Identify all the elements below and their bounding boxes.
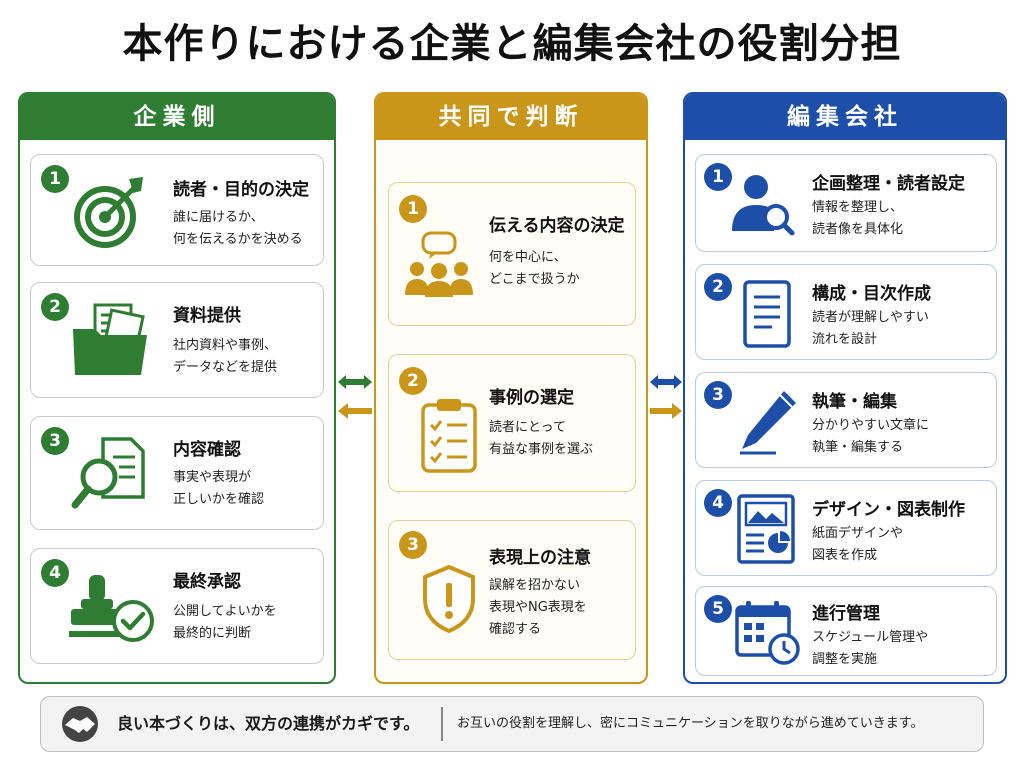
editor-card-4: 4 デザイン・図表制作 紙面デザインや 図表を作成: [695, 480, 997, 576]
card-title: デザイン・図表制作: [812, 500, 965, 520]
card-title: 構成・目次作成: [812, 284, 931, 304]
folder-documents-icon: [73, 303, 147, 375]
step-number: 2: [41, 293, 69, 321]
shield-warning-icon: [423, 564, 475, 634]
company-column-header: 企業側: [20, 94, 334, 140]
double-arrow-icon: [338, 375, 372, 389]
card-title: 内容確認: [173, 440, 241, 460]
step-number: 1: [704, 163, 732, 191]
editor-card-1: 1 企画整理・読者設定 情報を整理し、 読者像を具体化: [695, 154, 997, 252]
clipboard-checklist-icon: [421, 399, 477, 473]
card-description: 公開してよいかを 最終的に判断: [173, 604, 277, 641]
card-title: 執筆・編集: [812, 392, 897, 412]
footer-message: 良い本づくりは、双方の連携がカギです。: [117, 714, 420, 733]
layout-chart-icon: [737, 494, 795, 564]
shared-card-2: 2 事例の選定 読者にとって 有益な事例を選ぶ: [388, 354, 636, 492]
shared-column: 共同で判断 1 伝える内容の決定 何を中心に、 どこまで扱うか 2 事例の: [374, 92, 648, 684]
shared-column-header: 共同で判断: [376, 94, 646, 140]
page-title: 本作りにおける企業と編集会社の役割分担: [122, 21, 902, 67]
editor-card-3: 3 執筆・編集 分かりやすい文章に 執筆・編集する: [695, 372, 997, 468]
company-card-4: 4 最終承認 公開してよいかを 最終的に判断: [30, 548, 324, 664]
company-card-3: 3 内容確認 事実や表現が 正しいかを確認: [30, 416, 324, 530]
card-description: 事実や表現が 正しいかを確認: [173, 470, 265, 507]
editor-column-header: 編集会社: [685, 94, 1005, 140]
right-connector-arrows: [650, 375, 682, 419]
step-number: 1: [399, 195, 427, 223]
step-number: 2: [704, 273, 732, 301]
handshake-icon: [62, 706, 98, 742]
company-card-1: 1 読者・目的の決定 誰に届けるか、 何を伝えるかを決める: [30, 154, 324, 266]
user-search-icon: [732, 175, 795, 236]
card-description: 情報を整理し、 読者像を具体化: [812, 200, 904, 237]
company-card-2: 2 資料提供 社内資料や事例、 データなどを提供: [30, 282, 324, 398]
card-description: 社内資料や事例、 データなどを提供: [173, 338, 278, 375]
document-outline-icon: [743, 280, 791, 348]
editor-card-5: 5 進行管理 スケジュール管理や 調整を実施: [695, 586, 997, 676]
step-number: 3: [41, 427, 69, 455]
step-number: 3: [704, 381, 732, 409]
calendar-clock-icon: [735, 601, 800, 665]
footer-divider: [441, 707, 443, 741]
step-number: 3: [399, 531, 427, 559]
step-number: 1: [41, 165, 69, 193]
footer-subtext: お互いの役割を理解し、密にコミュニケーションを取りながら進めていきます。: [457, 716, 924, 731]
left-connector-arrows: [338, 375, 372, 419]
footer-banner: 良い本づくりは、双方の連携がカギです。 お互いの役割を理解し、密にコミュニケーシ…: [40, 696, 984, 752]
card-title: 事例の選定: [489, 388, 574, 408]
arrow-right-icon: [650, 403, 682, 419]
magnifier-document-icon: [71, 437, 145, 509]
card-description: 読者が理解しやすい 流れを設計: [812, 310, 929, 347]
card-description: スケジュール管理や 調整を実施: [812, 630, 929, 667]
shared-card-1: 1 伝える内容の決定 何を中心に、 どこまで扱うか: [388, 182, 636, 326]
card-title: 企画整理・読者設定: [812, 174, 965, 194]
card-description: 誰に届けるか、 何を伝えるかを決める: [173, 210, 303, 247]
card-description: 読者にとって 有益な事例を選ぶ: [489, 420, 594, 457]
pen-icon: [740, 391, 796, 455]
card-title: 伝える内容の決定: [489, 216, 625, 236]
editor-column: 編集会社 1 企画整理・読者設定 情報を整理し、 読者像を具体化 2 構成・目次…: [683, 92, 1007, 684]
stamp-check-icon: [69, 575, 154, 642]
card-title: 進行管理: [812, 604, 880, 624]
step-number: 2: [399, 367, 427, 395]
meeting-people-icon: [405, 231, 473, 297]
target-icon: [74, 177, 143, 248]
step-number: 4: [704, 489, 732, 517]
step-number: 5: [704, 595, 732, 623]
company-column: 企業側 1 読者・目的の決定 誰に届けるか、 何を伝えるかを決める 2 資料提供…: [18, 92, 336, 684]
card-title: 読者・目的の決定: [173, 180, 309, 200]
shared-card-3: 3 表現上の注意 誤解を招かない 表現やNG表現を 確認する: [388, 520, 636, 660]
card-description: 誤解を招かない 表現やNG表現を 確認する: [489, 578, 587, 637]
card-description: 分かりやすい文章に 執筆・編集する: [812, 418, 930, 455]
step-number: 4: [41, 559, 69, 587]
card-description: 何を中心に、 どこまで扱うか: [489, 250, 580, 287]
editor-card-2: 2 構成・目次作成 読者が理解しやすい 流れを設計: [695, 264, 997, 360]
card-title: 資料提供: [173, 306, 241, 326]
card-title: 表現上の注意: [489, 548, 591, 568]
card-title: 最終承認: [173, 572, 241, 592]
arrow-left-icon: [338, 403, 372, 419]
card-description: 紙面デザインや 図表を作成: [812, 526, 904, 563]
double-arrow-icon: [650, 375, 682, 389]
